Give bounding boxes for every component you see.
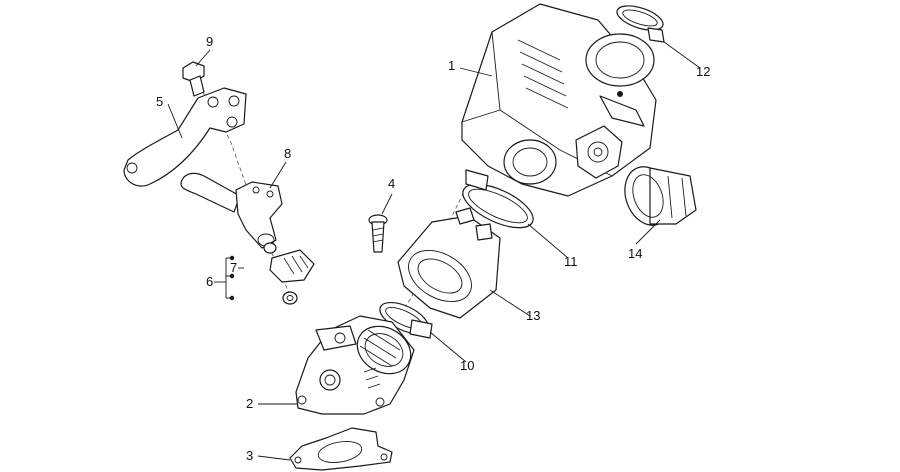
leader-lines xyxy=(167,41,701,461)
callout-7: 7 xyxy=(230,260,237,275)
callout-4: 4 xyxy=(388,176,395,191)
callout-10: 10 xyxy=(460,358,474,373)
callout-labels: 1 2 3 4 5 6 7 8 9 10 11 12 13 14 xyxy=(156,34,710,463)
callout-13: 13 xyxy=(526,308,540,323)
callout-12: 12 xyxy=(696,64,710,79)
callout-1: 1 xyxy=(448,58,455,73)
callout-8: 8 xyxy=(284,146,291,161)
callout-5: 5 xyxy=(156,94,163,109)
callout-11: 11 xyxy=(564,254,578,269)
part-13-adapter xyxy=(397,207,501,319)
part-6-7-sensor-set xyxy=(225,242,315,305)
part-8-sensor xyxy=(180,172,283,249)
part-12-clamp xyxy=(616,5,665,43)
part-1-throttle-body xyxy=(461,3,657,197)
part-2-intake-manifold xyxy=(295,315,415,415)
part-9-bolt xyxy=(182,61,205,97)
callout-14: 14 xyxy=(628,246,642,261)
part-10-clamp xyxy=(379,301,433,339)
callout-3: 3 xyxy=(246,448,253,463)
callout-2: 2 xyxy=(246,396,253,411)
part-11-clamp xyxy=(462,169,534,229)
callout-9: 9 xyxy=(206,34,213,49)
part-5-bracket xyxy=(123,87,247,187)
part-3-gasket xyxy=(289,427,393,471)
part-4-screw xyxy=(368,214,388,253)
callout-6: 6 xyxy=(206,274,213,289)
part-14-cap xyxy=(624,166,697,226)
